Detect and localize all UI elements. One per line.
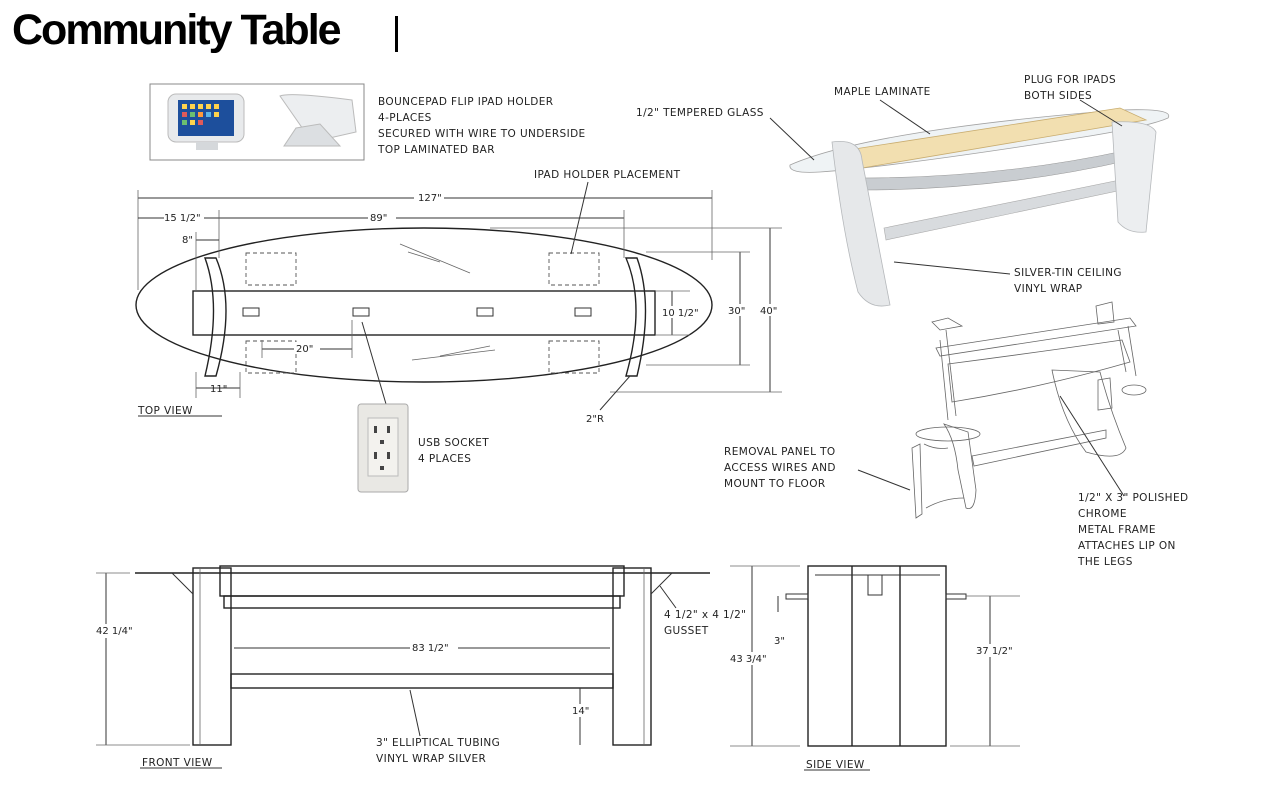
silver-tin-label: SILVER-TIN CEILING [1014,267,1122,279]
plug-ipads-sides: BOTH SIDES [1024,90,1092,102]
dim-side-lower: 37 1/2" [976,646,1013,657]
side-view-label: SIDE VIEW [806,759,865,771]
svg-text:CHROME: CHROME [1078,508,1127,520]
tubing-label: 3" ELLIPTICAL TUBING [376,737,500,749]
maple-laminate-label: MAPLE LAMINATE [834,86,931,98]
svg-text:4-PLACES: 4-PLACES [378,112,432,124]
svg-text:TOP LAMINATED BAR: TOP LAMINATED BAR [377,144,495,156]
dim-front-height: 42 1/4" [96,626,133,637]
dim-leg-offset: 11" [210,384,227,395]
ipad-holder-callout: BOUNCEPAD FLIP IPAD HOLDER 4-PLACES SECU… [377,96,586,156]
front-view-drawing [96,565,710,769]
gusset-size-label: 4 1/2" x 4 1/2" [664,609,746,621]
svg-text:METAL FRAME: METAL FRAME [1078,524,1156,536]
dim-top-width: 30" [728,306,745,317]
dim-overall-length: 127" [418,193,442,204]
ipad-holder-photo [149,83,365,161]
dim-side-step: 3" [774,636,785,647]
tubing-wrap-label: VINYL WRAP SILVER [376,753,486,765]
svg-text:BOUNCEPAD FLIP IPAD HOLDER: BOUNCEPAD FLIP IPAD HOLDER [378,96,554,108]
svg-text:REMOVAL PANEL TO: REMOVAL PANEL TO [724,446,836,458]
dim-small-offset: 8" [182,235,193,246]
front-view-label: FRONT VIEW [142,757,213,769]
dim-end-offset: 15 1/2" [164,213,201,224]
usb-socket-count: 4 PLACES [418,453,471,465]
exploded-view [857,301,1147,519]
side-view-drawing [730,565,1020,771]
chrome-frame-callout: 1/2" X 3" POLISHED CHROME METAL FRAME AT… [1077,492,1188,568]
dim-overall-width: 40" [760,306,777,317]
top-view-label: TOP VIEW [137,405,193,417]
svg-text:ACCESS WIRES AND: ACCESS WIRES AND [724,462,836,474]
dim-side-height: 43 3/4" [730,654,767,665]
svg-text:SECURED WITH WIRE TO UNDERSIDE: SECURED WITH WIRE TO UNDERSIDE [378,128,586,140]
svg-text:1/2" X 3" POLISHED: 1/2" X 3" POLISHED [1078,492,1188,504]
dim-radius: 2"R [586,414,604,425]
dim-bar-width: 10 1/2" [662,308,699,319]
svg-text:THE LEGS: THE LEGS [1077,556,1133,568]
plug-ipads-label: PLUG FOR IPADS [1024,74,1116,86]
title-separator [395,16,398,52]
dim-tube-height: 14" [572,706,589,717]
dim-top-length: 89" [370,213,387,224]
dim-tube-length: 83 1/2" [412,643,449,654]
tempered-glass-label: 1/2" TEMPERED GLASS [636,107,764,119]
top-view-drawing [135,181,782,417]
svg-text:ATTACHES LIP ON: ATTACHES LIP ON [1078,540,1176,552]
usb-socket-label: USB SOCKET [418,437,489,449]
removal-panel-callout: REMOVAL PANEL TO ACCESS WIRES AND MOUNT … [724,446,836,490]
vinyl-wrap-label: VINYL WRAP [1014,283,1083,295]
usb-socket-photo [357,403,409,493]
dim-socket-spacing: 20" [296,344,313,355]
gusset-label: GUSSET [664,625,709,637]
svg-text:MOUNT TO FLOOR: MOUNT TO FLOOR [724,478,826,490]
page-title: Community Table [12,6,342,54]
table-render [769,99,1170,307]
ipad-placement-label: IPAD HOLDER PLACEMENT [534,169,681,181]
